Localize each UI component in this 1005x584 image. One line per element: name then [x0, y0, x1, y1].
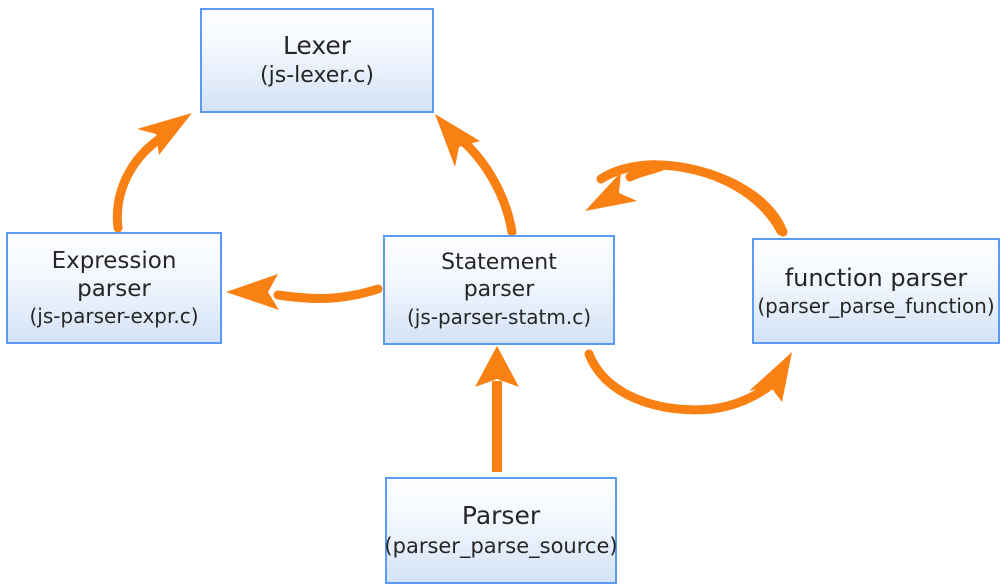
node-function-parser[interactable]: function parser (parser_parse_function) [752, 238, 1000, 344]
node-function-parser-subtitle: (parser_parse_function) [757, 293, 995, 318]
edge-parser-to-statement-parser [475, 346, 519, 472]
node-lexer[interactable]: Lexer (js-lexer.c) [200, 8, 434, 113]
node-parser-subtitle: (parser_parse_source) [384, 533, 618, 558]
edge-function-parser-to-statement-parser [585, 160, 788, 237]
node-lexer-subtitle: (js-lexer.c) [260, 63, 374, 89]
node-expression-parser-subtitle: (js-parser-expr.c) [29, 304, 199, 329]
node-expression-parser-title: Expression parser [51, 248, 177, 303]
node-lexer-title: Lexer [282, 30, 352, 60]
edge-statement-parser-to-expression-parser [226, 274, 383, 310]
node-function-parser-title: function parser [784, 263, 968, 292]
node-parser-title: Parser [461, 501, 541, 531]
node-parser[interactable]: Parser (parser_parse_source) [384, 477, 618, 584]
node-statement-parser[interactable]: Statement parser (js-parser-statm.c) [383, 235, 615, 345]
node-statement-parser-subtitle: (js-parser-statm.c) [406, 305, 592, 330]
edge-expression-parser-to-lexer [112, 113, 192, 233]
node-statement-parser-title: Statement parser [441, 250, 557, 303]
edge-statement-parser-to-lexer [435, 114, 517, 237]
node-expression-parser[interactable]: Expression parser (js-parser-expr.c) [6, 232, 222, 344]
edge-statement-parser-to-function-parser [584, 349, 792, 415]
